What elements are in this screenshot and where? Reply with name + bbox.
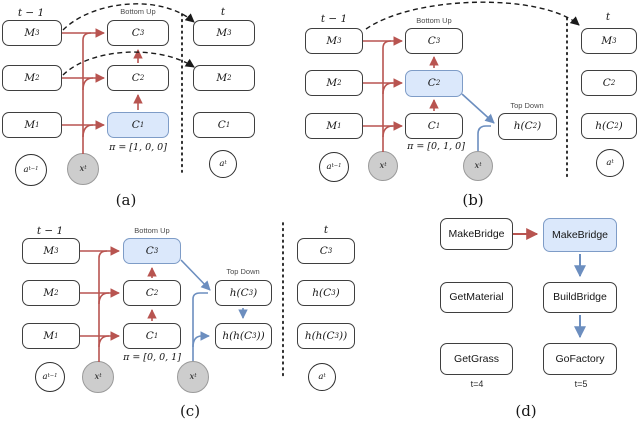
plan-box: MakeBridge: [440, 218, 513, 250]
pi-vector-label: π = [0, 0, 1]: [123, 352, 181, 363]
plan-box: BuildBridge: [543, 282, 617, 313]
subfigure-caption: (d): [515, 402, 537, 420]
plan-box: GetGrass: [440, 343, 513, 375]
subfigure-caption: (a): [115, 191, 137, 209]
subfigure-caption: (c): [179, 402, 201, 420]
time-prev-label: t − 1: [36, 225, 64, 237]
time-next-label: t: [220, 6, 226, 18]
top-down-label: Top Down: [510, 101, 544, 110]
subfigure-caption: (b): [462, 191, 484, 209]
plan-box: GetMaterial: [440, 282, 513, 313]
blue-top-down-arrows: [461, 93, 495, 151]
bottom-up-label: Bottom Up: [120, 7, 156, 16]
dashed-memory-copy-arrow: [365, 1, 580, 30]
selected-plan-box: MakeBridge: [543, 218, 617, 252]
bottom-up-label: Bottom Up: [416, 16, 452, 25]
bottom-up-label: Bottom Up: [134, 226, 170, 235]
time-prev-label: t − 1: [17, 7, 45, 19]
top-down-label: Top Down: [226, 267, 260, 276]
pi-vector-label: π = [0, 1, 0]: [407, 141, 465, 152]
time-next-label: t: [605, 11, 611, 23]
plan-box: GoFactory: [543, 343, 617, 375]
time-prev-label: t − 1: [320, 13, 348, 25]
time-next-label: t: [323, 224, 329, 236]
pi-vector-label: π = [1, 0, 0]: [109, 142, 167, 153]
timestep-label: t=5: [574, 379, 588, 389]
timestep-label: t=4: [470, 379, 484, 389]
